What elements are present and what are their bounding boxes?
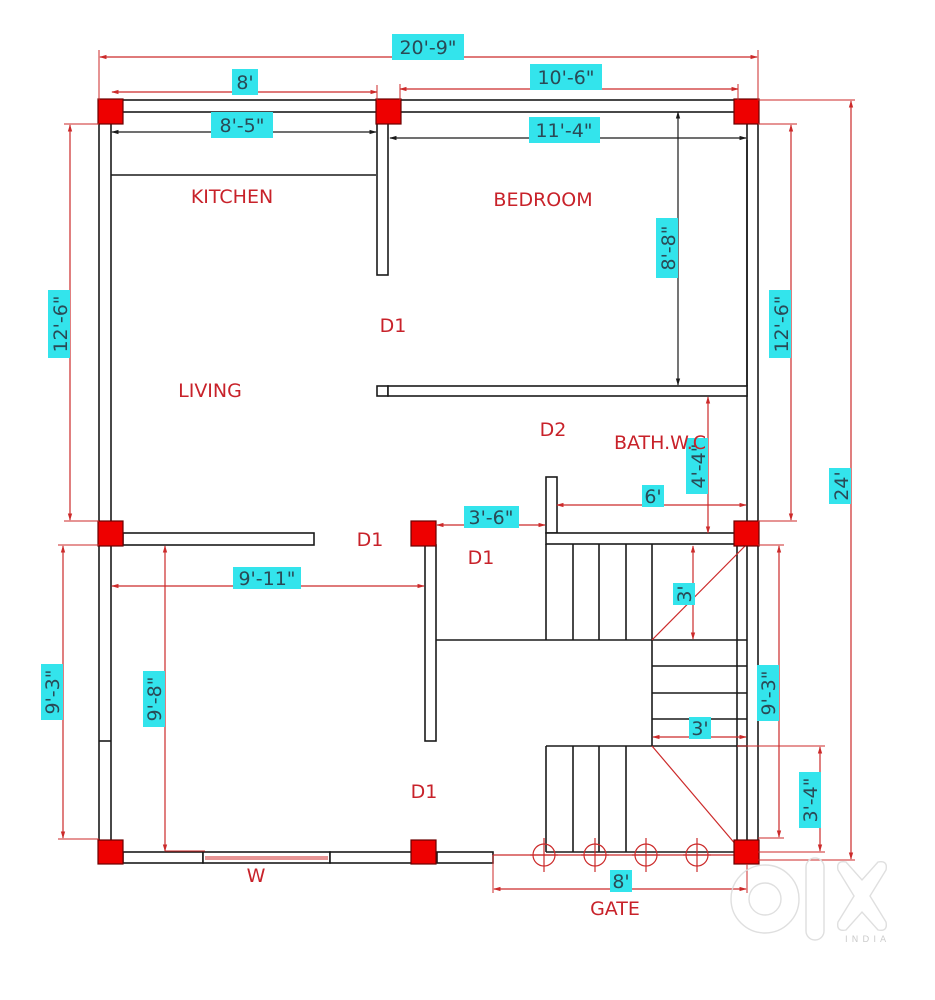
room-label-bath: BATH.W.C: [614, 432, 706, 454]
room-label-living: LIVING: [178, 380, 242, 402]
column: [97, 839, 124, 865]
column: [410, 520, 437, 547]
watermark-region: INDIA: [845, 935, 890, 945]
dim-left-lower-height: 9'-3": [42, 670, 64, 715]
dim-right-upper-height: 12'-6": [771, 295, 793, 352]
columns: [97, 98, 760, 865]
watermark-x: [836, 860, 888, 932]
dim-bath-depth: 4'-4": [688, 444, 710, 489]
top-wall: [109, 99, 748, 113]
gate-posts: [493, 838, 747, 872]
watermark-o: [730, 864, 800, 934]
dim-gate-width: 8': [612, 871, 629, 893]
dim-bedroom-depth: 8'-8": [658, 226, 680, 271]
left-wall: [98, 110, 112, 855]
column: [733, 98, 760, 125]
room-label-bedroom: BEDROOM: [493, 189, 592, 211]
room-label-gate: GATE: [590, 898, 640, 920]
door-label-d1: D1: [411, 781, 438, 803]
bath-left-wall: [545, 476, 558, 534]
column: [733, 839, 760, 865]
door-label-d1: D1: [380, 315, 407, 337]
column: [97, 98, 124, 125]
dim-stair-landing-top: 3': [674, 585, 696, 602]
right-wall: [746, 110, 759, 855]
dim-bedroom-width: 11'-4": [535, 120, 592, 142]
dim-top-left-bay: 8': [236, 72, 253, 94]
door-label-d1: D1: [468, 547, 495, 569]
column: [410, 839, 437, 865]
door-label-d1: D1: [357, 529, 384, 551]
door-label-d2: D2: [540, 419, 567, 441]
staircase: [545, 543, 748, 853]
dim-passage-width: 3'-6": [469, 507, 514, 529]
bath-bottom-wall: [545, 532, 748, 545]
dimension-labels: 20'-9" 8' 10'-6" 8'-5" 11'-4" 8'-8" 12'-…: [41, 34, 853, 893]
dim-top-right-bay: 10'-6": [537, 67, 594, 89]
room-labels: KITCHEN BEDROOM LIVING BATH.W.C GATE W D…: [178, 186, 706, 920]
gate-post-2: [581, 838, 609, 872]
olx-watermark: INDIA: [730, 857, 890, 945]
gate-post-1: [530, 838, 558, 872]
room-label-kitchen: KITCHEN: [191, 186, 273, 208]
walls: [98, 99, 759, 864]
watermark-l: [805, 857, 825, 941]
dim-kitchen-width: 8'-5": [220, 115, 265, 137]
column: [733, 520, 760, 547]
bottom-wall-right: [436, 851, 494, 864]
bedroom-bottom-wall: [387, 385, 748, 397]
dim-right-lower-height: 9'-3": [758, 671, 780, 716]
column: [375, 98, 402, 125]
gate-post-4: [683, 838, 711, 872]
bottom-wall-left: [122, 851, 204, 864]
window-label: W: [247, 865, 266, 887]
kitchen-bedroom-partition: [376, 110, 389, 276]
dim-front-room-depth: 9'-8": [144, 677, 166, 722]
dimension-lines: [58, 50, 855, 893]
dim-overall-width: 20'-9": [399, 37, 456, 59]
dim-front-room-width: 9'-11": [238, 568, 295, 590]
column: [97, 520, 124, 547]
dim-left-upper-height: 12'-6": [50, 295, 72, 352]
dim-overall-depth: 24': [831, 471, 853, 500]
front-room-right-wall: [424, 544, 437, 742]
gate-post-3: [632, 838, 660, 872]
living-front-wall: [122, 532, 315, 546]
dim-bath-width: 6': [644, 486, 661, 508]
dim-stair-landing-bottom: 3'-4": [800, 778, 822, 823]
dim-stair-width: 3': [691, 718, 708, 740]
